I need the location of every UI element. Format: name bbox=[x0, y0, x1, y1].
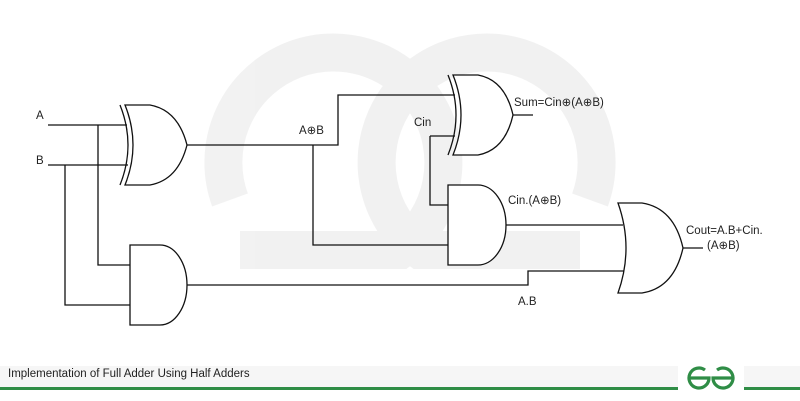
cout-label-line2: (A⊕B) bbox=[707, 240, 740, 252]
gfg-logo bbox=[678, 362, 744, 394]
footer-bar bbox=[0, 366, 800, 387]
and-gate-1 bbox=[129, 244, 188, 326]
and-gate-2 bbox=[447, 184, 507, 266]
a-xor-b-label: A⊕B bbox=[299, 125, 324, 137]
footer-caption: Implementation of Full Adder Using Half … bbox=[8, 368, 250, 380]
watermark-logo bbox=[204, 33, 616, 269]
cout-label-line1: Cout=A.B+Cin. bbox=[686, 225, 763, 237]
footer-accent-line-right bbox=[744, 387, 800, 390]
sum-label: Sum=Cin⊕(A⊕B) bbox=[514, 97, 604, 109]
footer-accent-line bbox=[0, 387, 678, 390]
xor-gate-1 bbox=[119, 104, 188, 186]
cin-and-label: Cin.(A⊕B) bbox=[508, 195, 561, 207]
wires bbox=[48, 94, 703, 306]
cin-label: Cin bbox=[414, 117, 431, 129]
input-b-label: B bbox=[36, 155, 44, 167]
gfg-logo-icon bbox=[687, 366, 735, 390]
ab-label: A.B bbox=[518, 296, 537, 308]
input-a-label: A bbox=[36, 110, 44, 122]
xor-gate-2 bbox=[447, 74, 514, 156]
or-gate bbox=[617, 202, 684, 294]
